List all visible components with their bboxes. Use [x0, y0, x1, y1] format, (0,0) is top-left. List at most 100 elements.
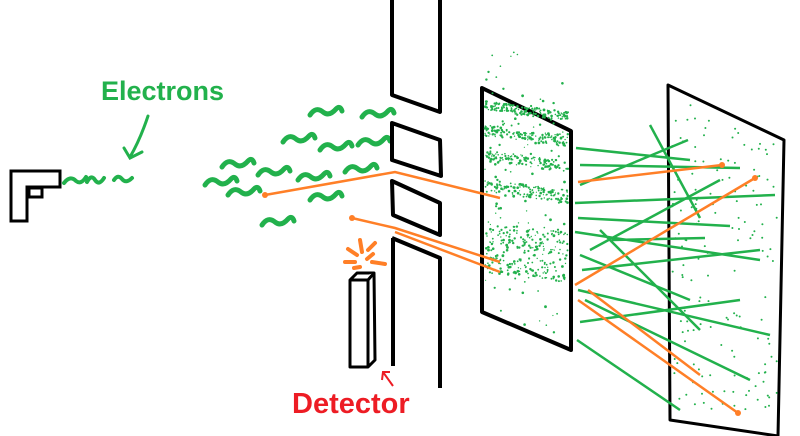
hit-dot [535, 194, 537, 197]
hit-dot [486, 182, 489, 184]
hit-dot [495, 153, 497, 155]
hit-dot [526, 193, 529, 196]
hit-dot [522, 244, 525, 247]
hit-dot [496, 255, 499, 257]
hit-dot [563, 240, 565, 243]
hit-dot [737, 239, 739, 242]
hit-dot [518, 190, 521, 192]
hit-dot [557, 155, 560, 158]
hit-dot [749, 237, 752, 240]
hit-dot [495, 255, 497, 258]
hit-dot [525, 266, 527, 268]
hit-dot [495, 202, 498, 205]
hit-dot [513, 237, 516, 240]
hit-dot [493, 185, 496, 188]
hit-dot [540, 197, 543, 200]
hit-dot [501, 136, 504, 139]
hit-dot [533, 253, 536, 257]
hit-dot [510, 185, 513, 188]
hit-dot [535, 274, 538, 277]
hit-dot [566, 249, 569, 252]
hit-dot [507, 189, 511, 193]
hit-dot [508, 241, 511, 244]
hit-dot [563, 111, 566, 114]
hit-dot [506, 231, 509, 234]
hit-dot [755, 203, 758, 206]
hit-dot [549, 191, 553, 194]
hit-dot [543, 248, 545, 250]
hit-dot [550, 230, 552, 232]
hit-dot [487, 131, 490, 134]
hit-dot [678, 397, 681, 400]
hit-dot [528, 236, 531, 239]
hit-dot [485, 102, 488, 106]
hit-dot [495, 76, 498, 78]
hit-dot [530, 157, 533, 160]
hit-dot [523, 193, 526, 196]
hit-dot [514, 277, 517, 280]
hit-dot [537, 189, 540, 192]
hit-dot [502, 123, 505, 126]
hit-dot [494, 133, 496, 136]
hit-dot [489, 133, 491, 135]
hit-dot [536, 231, 538, 233]
hit-dot [497, 129, 500, 132]
electron-squiggle [307, 104, 345, 118]
hit-dot [537, 186, 540, 190]
hit-dot [535, 197, 538, 200]
hit-dot [504, 110, 506, 112]
hit-dot [566, 133, 569, 136]
hit-dot [732, 390, 735, 393]
hit-dot [522, 195, 525, 198]
hit-dot [516, 156, 519, 160]
scattered-hits [671, 104, 778, 411]
hit-dot [517, 122, 520, 125]
hit-dot [564, 232, 566, 235]
hit-dot [566, 242, 569, 246]
hit-dot [507, 185, 510, 188]
hit-dot [491, 54, 494, 57]
hit-dot [543, 115, 545, 118]
hit-dot [512, 225, 515, 228]
hit-dot [528, 244, 531, 247]
hit-dot [492, 154, 496, 157]
hit-dot [703, 245, 706, 248]
hit-dot [524, 239, 526, 242]
hit-dot [557, 144, 560, 147]
detector-label: Detector [292, 388, 410, 420]
hit-dot [544, 272, 547, 275]
hit-dot [517, 108, 520, 111]
hit-dot [513, 186, 516, 189]
hit-dot [494, 175, 498, 179]
hit-dot [559, 133, 561, 136]
hit-dot [500, 236, 502, 238]
hit-dot [489, 241, 491, 243]
hit-dot [550, 115, 553, 117]
hit-dot [489, 223, 491, 226]
hit-dot [500, 242, 502, 245]
electron-squiggle [219, 156, 257, 170]
hit-dot [727, 318, 729, 321]
hit-dot [552, 331, 556, 334]
hit-dot [524, 134, 527, 137]
hit-dot [523, 146, 526, 148]
hit-dot [560, 196, 562, 199]
hit-dot [560, 188, 563, 191]
hit-dot [491, 133, 494, 136]
hit-dot [505, 106, 508, 108]
hit-dot [536, 257, 538, 260]
hit-dot [517, 131, 521, 134]
hit-dot [487, 180, 489, 183]
hit-dot [521, 94, 524, 98]
hit-dot [529, 188, 532, 191]
hit-dot [530, 137, 533, 141]
hit-dot [541, 241, 543, 243]
hit-dot [707, 300, 710, 303]
hit-dot [502, 259, 505, 262]
hit-dot [502, 103, 506, 106]
hit-dot [490, 242, 494, 246]
hit-dot [505, 243, 509, 247]
hit-dot [552, 275, 555, 279]
hit-dot [494, 130, 498, 133]
